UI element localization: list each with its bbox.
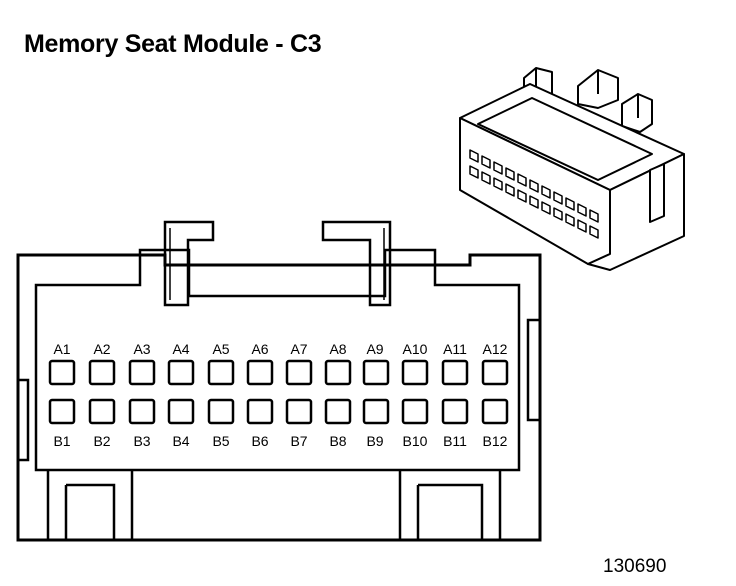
row-a-labels: A1 A2 A3 A4 A5 A6 A7 A8 A9 A10 A11 A12 [53, 341, 507, 357]
cavity-b2 [88, 398, 116, 425]
diagram-title: Memory Seat Module - C3 [24, 30, 322, 58]
cavity-b6 [246, 398, 274, 425]
cavity-a7 [285, 359, 313, 386]
cavity-a12 [481, 359, 509, 386]
left-side-key [18, 378, 30, 462]
pin-label-b9: B9 [366, 433, 383, 449]
right-latch [321, 220, 392, 307]
pin-label-b1: B1 [53, 433, 70, 449]
row-b-cavities [48, 398, 509, 425]
pin-label-b12: B12 [483, 433, 508, 449]
pin-label-b8: B8 [329, 433, 346, 449]
cavity-b10 [401, 398, 429, 425]
left-latch [163, 220, 215, 307]
pin-label-a1: A1 [53, 341, 70, 357]
pin-cavities [48, 359, 509, 425]
connector-front-view [16, 220, 542, 542]
bottom-left-foot [46, 470, 134, 540]
housing-outline [16, 253, 542, 542]
cavity-a10 [401, 359, 429, 386]
cavity-a9 [362, 359, 390, 386]
bottom-right-foot [398, 470, 502, 540]
row-a-cavities [48, 359, 509, 386]
cavity-a2 [88, 359, 116, 386]
pin-label-a7: A7 [290, 341, 307, 357]
cavity-b5 [207, 398, 235, 425]
row-b-labels: B1 B2 B3 B4 B5 B6 B7 B8 B9 B10 B11 B12 [53, 433, 507, 449]
cavity-b1 [48, 398, 76, 425]
pin-label-a5: A5 [212, 341, 229, 357]
cavity-a1 [48, 359, 76, 386]
connector-isometric-view [459, 67, 685, 271]
cavity-a5 [207, 359, 235, 386]
cavity-b8 [324, 398, 352, 425]
pin-label-a3: A3 [133, 341, 150, 357]
cavity-b4 [167, 398, 195, 425]
pin-label-a6: A6 [251, 341, 268, 357]
cavity-a11 [441, 359, 469, 386]
cavity-a4 [167, 359, 195, 386]
pin-label-a12: A12 [483, 341, 508, 357]
pin-label-b3: B3 [133, 433, 150, 449]
pin-label-b5: B5 [212, 433, 229, 449]
pin-label-b4: B4 [172, 433, 189, 449]
pin-label-b11: B11 [443, 433, 467, 449]
pin-label-a2: A2 [93, 341, 110, 357]
cavity-b11 [441, 398, 469, 425]
cavity-b12 [481, 398, 509, 425]
pin-label-a4: A4 [172, 341, 189, 357]
housing-inner [34, 248, 521, 472]
cavity-b7 [285, 398, 313, 425]
pin-label-b2: B2 [93, 433, 110, 449]
right-side-key [526, 318, 540, 422]
pin-label-a11: A11 [443, 341, 467, 357]
pin-label-a10: A10 [403, 341, 428, 357]
cavity-b9 [362, 398, 390, 425]
cavity-a3 [128, 359, 156, 386]
cavity-b3 [128, 398, 156, 425]
pin-label-b7: B7 [290, 433, 307, 449]
pin-label-a9: A9 [366, 341, 383, 357]
pin-label-a8: A8 [329, 341, 346, 357]
pin-label-b6: B6 [251, 433, 268, 449]
figure-number: 130690 [603, 556, 667, 577]
cavity-a8 [324, 359, 352, 386]
pin-label-b10: B10 [403, 433, 428, 449]
cavity-a6 [246, 359, 274, 386]
